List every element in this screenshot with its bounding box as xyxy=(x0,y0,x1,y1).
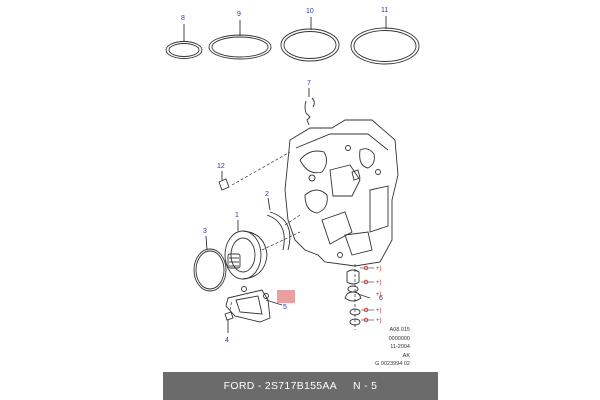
bolt-4[interactable] xyxy=(224,311,234,333)
part-info: FORD - 2S717B155AA xyxy=(223,380,338,392)
ref-line-5: G 0023994 02 xyxy=(375,361,410,368)
callout-7[interactable]: 7 xyxy=(307,80,311,87)
callout-11[interactable]: 11 xyxy=(381,7,388,14)
callout-6[interactable]: 6 xyxy=(379,295,383,302)
snap-ring-11[interactable] xyxy=(350,27,420,65)
breather-tube-7[interactable] xyxy=(304,88,315,126)
callout-5[interactable]: 5 xyxy=(283,304,287,311)
callout-3[interactable]: 3 xyxy=(203,228,207,235)
callout-8[interactable]: 8 xyxy=(181,15,185,22)
callout-12[interactable]: 12 xyxy=(217,163,225,170)
plug-stack-6[interactable] xyxy=(344,269,371,326)
fastener-mark-4: +) xyxy=(376,318,382,324)
o-ring-3[interactable] xyxy=(193,235,227,292)
oil-pump-1[interactable] xyxy=(224,220,268,280)
highlight-marker xyxy=(277,290,295,303)
snap-ring-9[interactable] xyxy=(208,34,272,60)
callout-4[interactable]: 4 xyxy=(225,337,229,344)
dowel-pin-12[interactable] xyxy=(218,171,230,191)
fastener-mark-1: +) xyxy=(376,266,382,272)
drawing-reference-block: A08.015 0000000 11-2004 AK G 0023994 02 xyxy=(375,326,410,369)
callout-10[interactable]: 10 xyxy=(306,8,314,15)
seal-ring-2[interactable] xyxy=(266,197,291,251)
callout-9[interactable]: 9 xyxy=(237,11,241,18)
part-number-footer: FORD - 2S717B155AA N - 5 xyxy=(163,372,438,400)
pump-cover-5[interactable] xyxy=(225,286,283,323)
callout-1[interactable]: 1 xyxy=(235,212,239,219)
fastener-mark-5: +) xyxy=(376,292,382,298)
fastener-mark-2: +) xyxy=(376,280,382,286)
callout-2[interactable]: 2 xyxy=(265,191,269,198)
ref-line-1: A08.015 xyxy=(389,327,411,333)
snap-ring-8[interactable] xyxy=(165,41,203,59)
ref-line-4: AK xyxy=(402,352,410,359)
page-ref: N - 5 xyxy=(353,380,378,392)
ref-line-3: 11-2004 xyxy=(390,344,410,351)
transmission-housing[interactable] xyxy=(284,119,399,267)
ref-line-2: 0000000 xyxy=(388,335,410,342)
exploded-parts-diagram: +) +) +) +) +) 8 9 10 11 7 12 2 1 3 5 6 … xyxy=(165,7,420,344)
snap-ring-10[interactable] xyxy=(280,28,340,62)
fastener-mark-3: +) xyxy=(376,308,382,314)
